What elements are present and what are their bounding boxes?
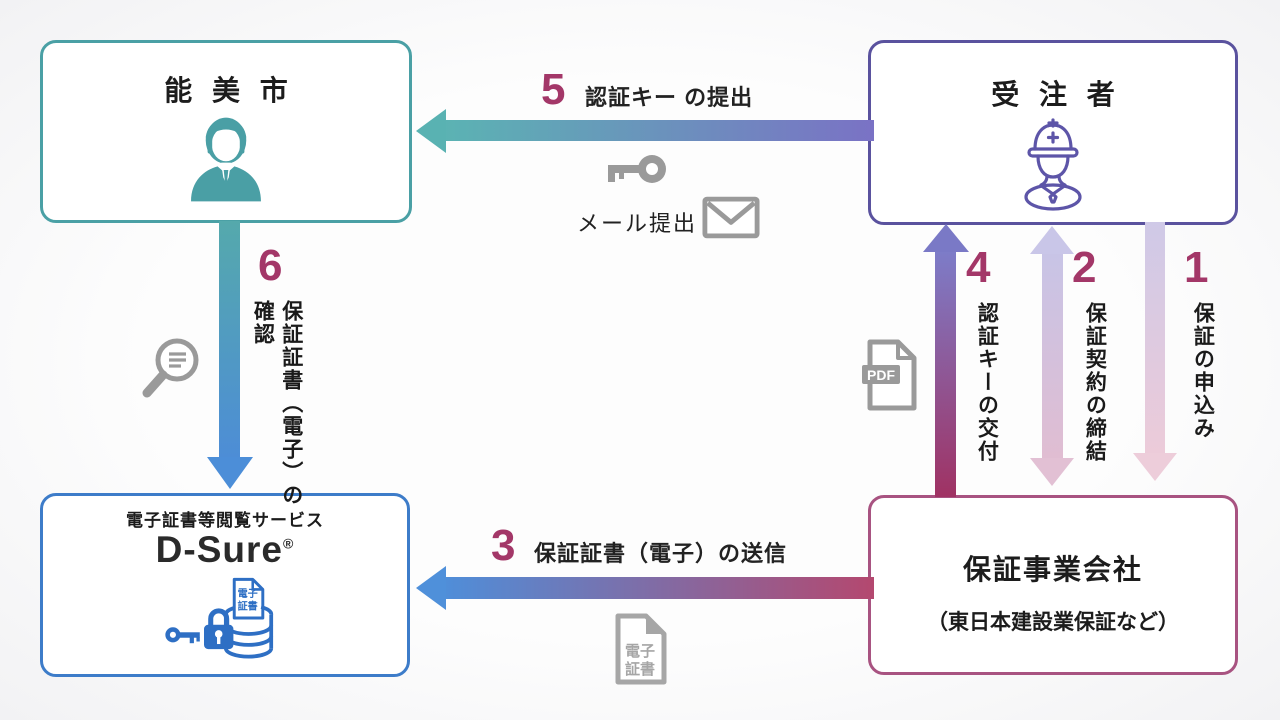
step6-number: 6: [258, 241, 283, 290]
step3-number: 3: [491, 521, 516, 570]
pdf-badge-text: PDF: [867, 367, 895, 383]
cert-document-icon: 電子 証書: [615, 613, 667, 685]
step6-label-line1: 保証証書（電子）の: [279, 300, 303, 507]
business-person-icon: [191, 117, 261, 202]
guarantee-company-box: 保証事業会社 （東日本建設業保証など）: [868, 495, 1238, 675]
step6-arrow-shaft: [219, 221, 240, 457]
step2-number: 2: [1072, 243, 1097, 292]
construction-worker-icon: [1024, 118, 1082, 211]
step5-arrow-shaft: [444, 120, 874, 141]
step4-arrowhead-up: [923, 224, 969, 252]
registered-mark: ®: [282, 535, 295, 552]
step3-arrow-shaft: [444, 577, 874, 599]
dsure-subtitle: 電子証書等閲覧サービス: [126, 511, 324, 530]
dsure-service-box: 電子証書等閲覧サービス D-Sure® 電子 証書: [40, 493, 410, 677]
step4-label: 認証キーの交付: [975, 302, 999, 463]
step2-arrowhead-down: [1030, 458, 1074, 486]
step6-arrowhead-down: [207, 457, 253, 489]
step6-label-line2: 確認: [251, 300, 275, 346]
step2-arrowhead-up: [1030, 226, 1074, 254]
contractor-box: 受 注 者: [868, 40, 1238, 225]
dsure-title: D-Sure®: [156, 531, 295, 568]
db-doc-label-1: 電子: [238, 588, 258, 600]
step5-arrowhead-left: [416, 109, 446, 153]
step4-arrow-shaft: [935, 252, 956, 497]
step1-number: 1: [1184, 243, 1209, 292]
step1-arrowhead-down: [1133, 453, 1177, 481]
guarantee-company-subtitle: （東日本建設業保証など）: [927, 611, 1179, 634]
key-icon: [608, 155, 666, 183]
step5-label: 認証キー の提出: [585, 85, 754, 110]
nomi-city-title: 能 美 市: [164, 75, 294, 106]
dsure-name: D-Sure: [155, 529, 283, 570]
step5-number: 5: [541, 65, 566, 114]
secure-database-icon: 電子 証書: [165, 577, 274, 659]
step1-arrow-shaft: [1145, 222, 1165, 453]
step4-number: 4: [966, 243, 991, 292]
magnifier-icon: [142, 338, 199, 398]
db-doc-label-2: 証書: [238, 600, 258, 613]
cert-doc-label-1: 電子: [625, 643, 655, 660]
contractor-title: 受 注 者: [991, 79, 1121, 110]
step2-label: 保証契約の締結: [1083, 302, 1107, 463]
step6-label: 保証証書（電子）の 確認: [248, 300, 305, 515]
envelope-icon: [702, 196, 760, 239]
step2-arrow-shaft: [1042, 254, 1063, 458]
guarantee-company-title: 保証事業会社: [962, 554, 1143, 585]
nomi-city-box: 能 美 市: [40, 40, 412, 223]
pdf-file-icon: PDF: [862, 339, 917, 411]
step3-arrowhead-left: [416, 566, 446, 610]
mail-submit-label: メール提出: [577, 211, 698, 236]
step3-label: 保証証書（電子）の送信: [534, 541, 788, 566]
step1-label: 保証の申込み: [1191, 302, 1215, 440]
cert-doc-label-2: 証書: [625, 660, 655, 678]
